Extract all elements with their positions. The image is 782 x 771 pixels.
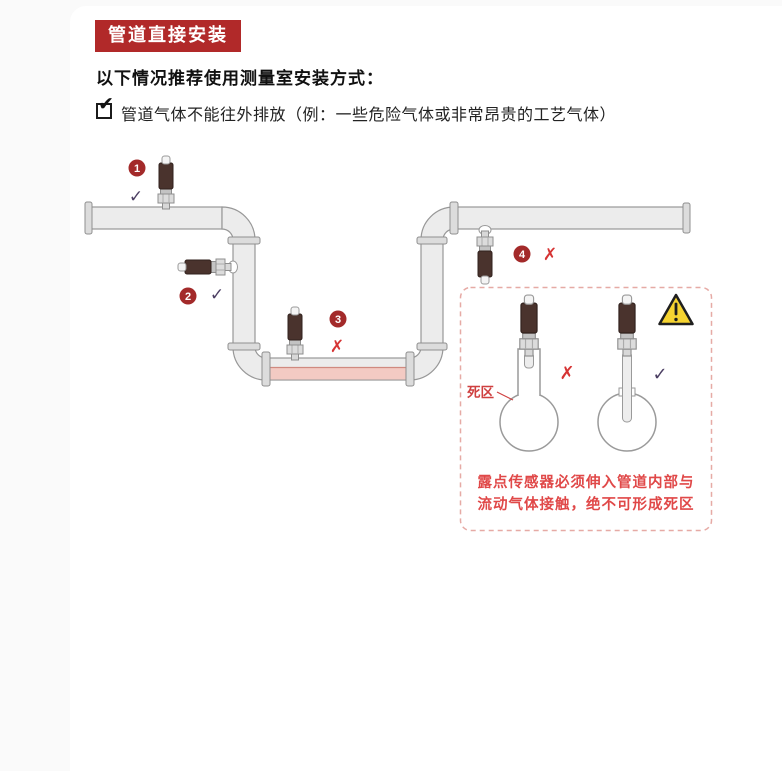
flange	[84, 201, 93, 235]
pipe-cross-section-wrong	[499, 392, 559, 452]
badge-number-3: 3	[335, 314, 341, 326]
sensor-1	[157, 155, 175, 210]
flange	[416, 236, 448, 245]
pipe-flanges	[84, 201, 691, 387]
check-mark-1: ✓	[129, 187, 143, 206]
detail-caption-line1: 露点传感器必须伸入管道内部与	[478, 473, 695, 491]
position-badge-1	[128, 159, 146, 177]
position-badge-3	[329, 310, 347, 328]
elbow-top-right	[420, 206, 455, 241]
detail-check-mark: ✓	[652, 364, 667, 384]
pipe-network	[89, 206, 689, 381]
cross-mark-3: ✗	[330, 337, 344, 356]
warning-triangle-icon	[658, 293, 694, 326]
warning-exclamation-dot	[674, 317, 678, 322]
detail-wrong-installation	[499, 294, 559, 452]
flange	[227, 236, 261, 245]
elbow-bottom-left	[232, 346, 267, 381]
checkbox-checked-icon: ✔	[96, 95, 114, 119]
section-title: 管道直接安装	[108, 25, 228, 45]
check-glyph-icon: ✔	[98, 94, 115, 115]
dead-zone-leader-line	[496, 391, 514, 401]
dead-zone-label: 死区	[466, 385, 494, 400]
elbow-top-left	[221, 206, 256, 241]
cross-mark-4: ✗	[543, 245, 557, 264]
detail-sensor-ok	[617, 294, 637, 357]
flange	[416, 342, 448, 351]
sensor-2	[177, 258, 232, 276]
flange	[405, 351, 415, 387]
position-marks: ✓ ✓ ✗ ✗	[129, 187, 557, 356]
flange	[227, 342, 261, 351]
flange	[261, 351, 271, 387]
pipe-vertical-right	[420, 239, 444, 348]
detail-caption-line2: 流动气体接触，绝不可形成死区	[478, 495, 695, 513]
detail-cross-mark: ✗	[559, 363, 574, 383]
subtitle: 以下情况推荐使用测量室安装方式：	[96, 69, 384, 88]
badge-number-4: 4	[519, 249, 526, 261]
position-badge-2	[179, 287, 197, 305]
detail-correct-installation	[597, 294, 657, 452]
flange	[682, 202, 691, 234]
position-badges: 1 2 3 4	[128, 159, 531, 328]
requirement-text: 管道气体不能往外排放（例：一些危险气体或非常昂贵的工艺气体）	[121, 107, 617, 124]
badge-number-2: 2	[185, 291, 191, 303]
badge-number-1: 1	[134, 163, 140, 175]
pipe-top-right	[453, 206, 689, 230]
sensor-probe-long	[622, 351, 632, 423]
position-badge-4	[513, 245, 531, 263]
section-title-badge: 管道直接安装	[95, 20, 241, 52]
requirement-row: ✔ 管道气体不能往外排放（例：一些危险气体或非常昂贵的工艺气体）	[96, 95, 746, 125]
sensor-3	[286, 306, 304, 361]
elbow-bottom-right	[409, 346, 444, 381]
pipe-vertical-left	[232, 239, 256, 348]
check-mark-2: ✓	[210, 285, 224, 304]
content-card	[70, 6, 782, 771]
sensor-4	[476, 230, 494, 285]
flange	[449, 201, 459, 235]
detail-sensor-wrong	[519, 294, 539, 357]
pipe-top-left	[89, 206, 223, 230]
condensate-fill	[267, 367, 406, 380]
